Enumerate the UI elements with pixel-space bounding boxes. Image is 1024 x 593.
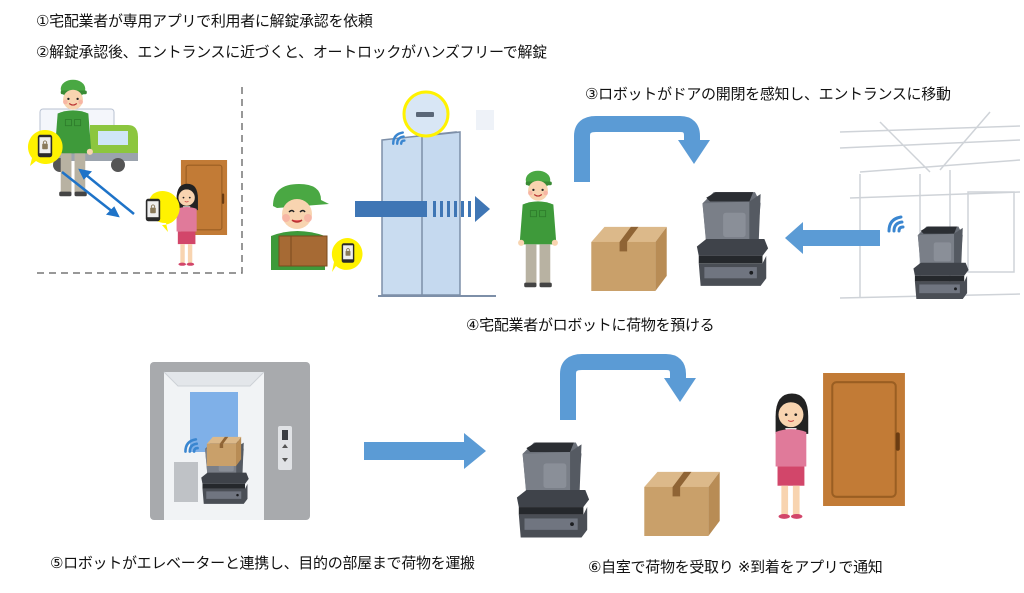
- step-4-caption: ④宅配業者がロボットに荷物を預ける: [466, 316, 715, 334]
- step-5-caption: ⑤ロボットがエレベーターと連携し、目的の部屋まで荷物を運搬: [50, 554, 475, 572]
- move-left-arrow-icon: [785, 222, 880, 254]
- handover-arrow-icon: [574, 116, 710, 182]
- move-right-arrow-icon: [364, 433, 486, 469]
- wifi-icon: [391, 131, 406, 146]
- parcel-icon: [206, 436, 242, 466]
- step-1-caption: ①宅配業者が専用アプリで利用者に解錠承認を依頼: [36, 12, 373, 30]
- door-icon: [823, 373, 905, 506]
- pass-through-arrow-icon: [355, 196, 490, 222]
- dashed-frame: [34, 87, 243, 274]
- parcel-icon: [644, 471, 720, 536]
- step-1-panel: [34, 87, 243, 274]
- communication-arrows-icon: [61, 168, 135, 218]
- phone-bubble-icon: [331, 237, 363, 272]
- phone-bubble-icon: [145, 191, 180, 232]
- resident-icon: [176, 183, 199, 267]
- step-2-caption: ②解錠承認後、エントランスに近づくと、オートロックがハンズフリーで解錠: [36, 43, 547, 61]
- courier-with-parcel-icon: [271, 184, 329, 270]
- resident-icon: [774, 392, 809, 520]
- step-3-caption: ③ロボットがドアの開閉を感知し、エントランスに移動: [585, 85, 951, 103]
- wifi-icon: [184, 437, 200, 453]
- pickup-arrow-icon: [560, 354, 696, 420]
- robot-icon: [516, 442, 590, 538]
- courier-icon: [517, 170, 559, 288]
- robot-icon: [913, 226, 969, 299]
- step-6-caption: ⑥自室で荷物を受取り ※到着をアプリで通知: [588, 558, 883, 576]
- phone-bubble-icon: [27, 129, 63, 166]
- parcel-icon: [591, 226, 667, 291]
- wifi-icon: [887, 215, 905, 233]
- robot-icon: [696, 192, 769, 286]
